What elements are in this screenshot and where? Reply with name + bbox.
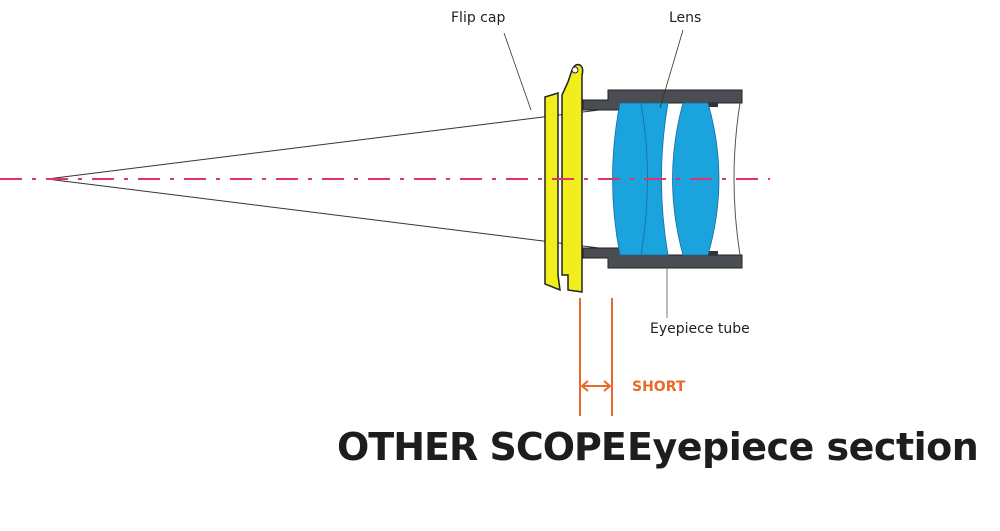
- flip-cap-label: Flip cap: [451, 10, 505, 26]
- flip-cap-leader: [503, 32, 532, 111]
- short-dimension: [579, 298, 613, 416]
- caption-eyepiece-section: Eyepiece section: [627, 425, 978, 469]
- lower-ray: [46, 178, 616, 251]
- caption-other-scope: OTHER SCOPE: [337, 425, 626, 469]
- upper-ray: [46, 107, 616, 180]
- lens-label: Lens: [669, 10, 701, 26]
- short-label: SHORT: [632, 379, 686, 395]
- lens-leader: [659, 29, 684, 109]
- eyepiece-tube-label: Eyepiece tube: [650, 321, 750, 337]
